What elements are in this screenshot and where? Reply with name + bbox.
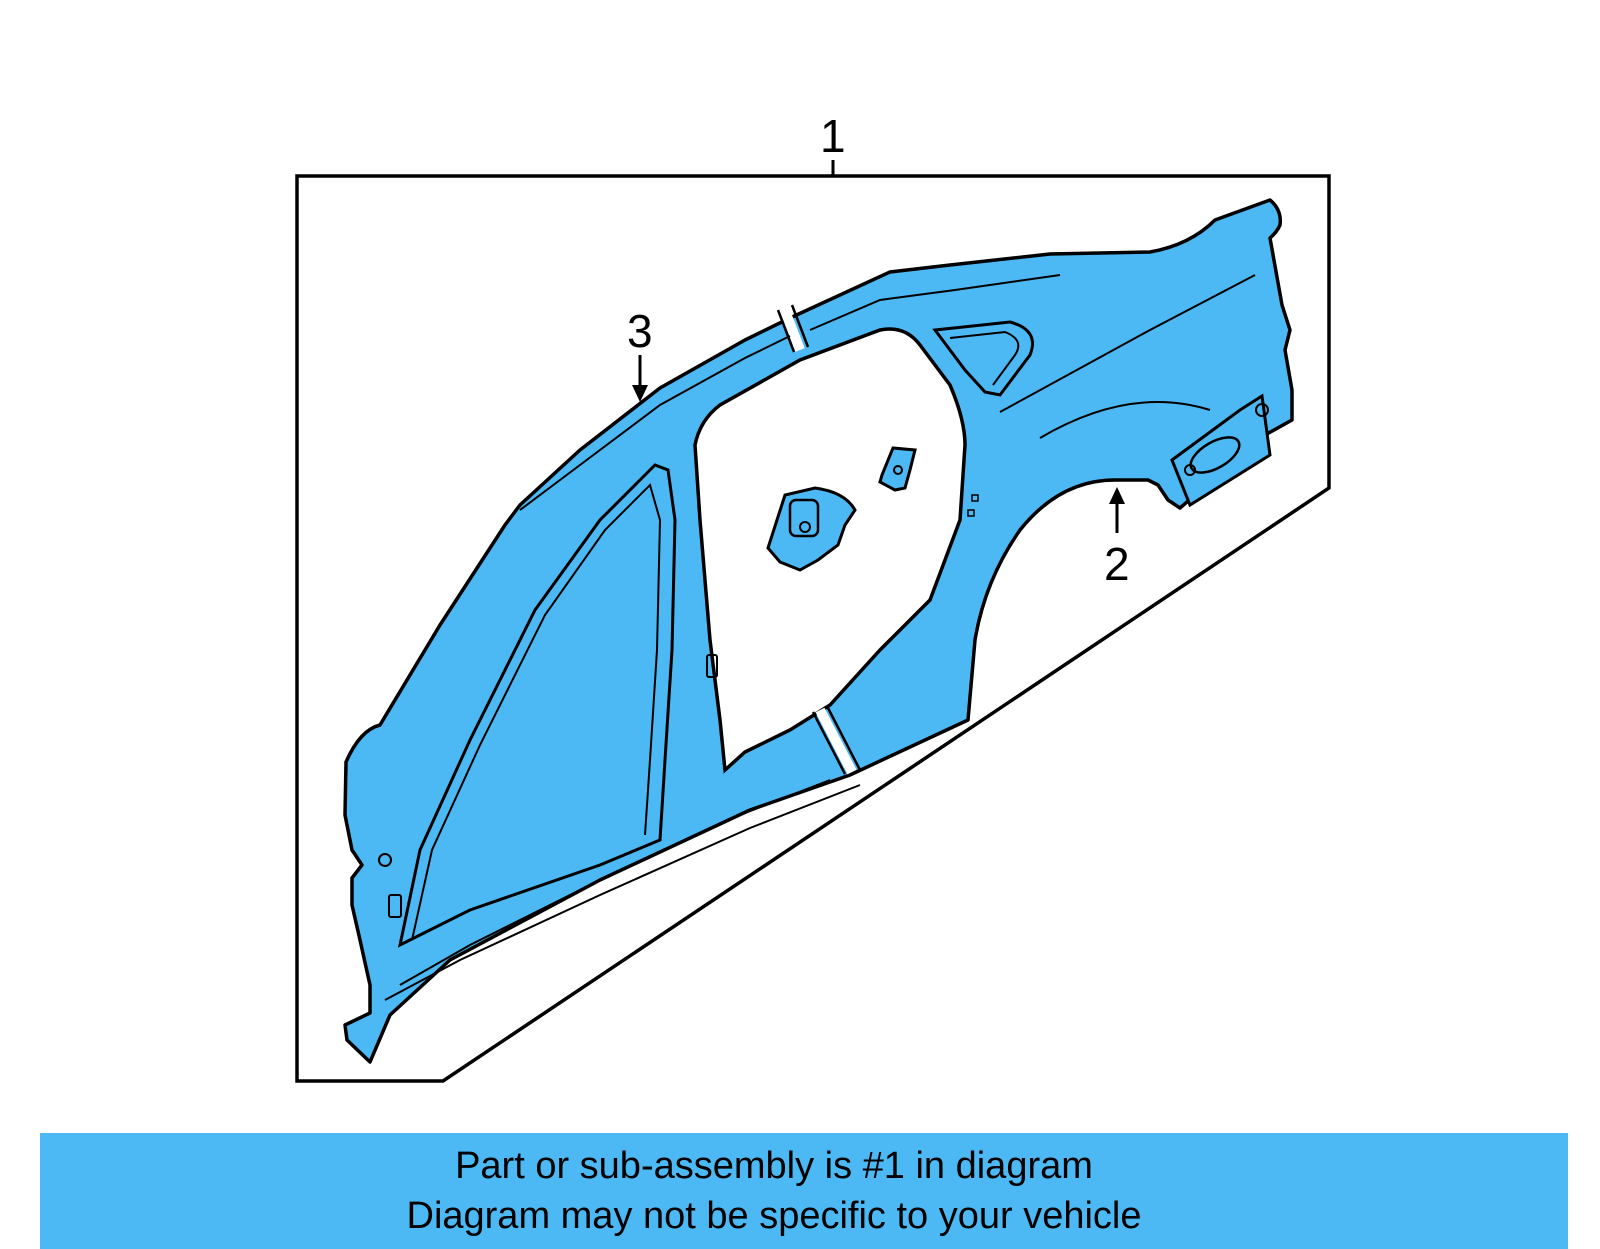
bracket-small	[878, 446, 917, 492]
sill-line-2	[384, 784, 861, 1001]
roof-rail-line	[519, 335, 791, 511]
rocker-split-edges	[811, 707, 862, 775]
bracket-large-slot	[788, 498, 820, 538]
pillar-hole-1	[378, 853, 392, 867]
roof-rail-line-2	[809, 274, 1061, 331]
quarter-window-inner	[949, 330, 1020, 386]
callout-3-arrowhead	[632, 385, 648, 402]
pillar-slot-4	[967, 509, 975, 517]
rocker-split	[815, 707, 857, 775]
pillar-slot-1	[706, 654, 718, 678]
front-door-inner-line	[411, 483, 662, 941]
roof-split-1-edges	[776, 304, 810, 353]
info-banner: Part or sub-assembly is #1 in diagram Di…	[40, 1133, 1568, 1249]
banner-line-1: Part or sub-assembly is #1 in diagram	[455, 1145, 1093, 1187]
rear-quarter-line	[1039, 401, 1211, 439]
callout-2-label: 2	[1104, 538, 1130, 590]
tail-lamp-pocket	[1170, 393, 1272, 508]
callout-1-label: 1	[820, 110, 846, 162]
tail-lamp-bolt	[1255, 403, 1269, 417]
pillar-slot-3	[971, 494, 979, 502]
tail-lamp-bolt-2	[1184, 464, 1196, 476]
assembly-frame	[295, 174, 1331, 1083]
parts-diagram: 1 3 2	[295, 110, 1331, 1083]
beltline	[999, 274, 1256, 413]
bracket-small-hole	[893, 465, 903, 475]
bracket-large-hole	[799, 521, 811, 533]
callout-3-label: 3	[627, 305, 653, 357]
roof-split-1	[779, 306, 805, 352]
pillar-slot-2	[388, 894, 402, 918]
sill-line-1	[399, 779, 831, 986]
callout-2-arrowhead	[1109, 487, 1125, 504]
tail-lamp-hole	[1189, 436, 1241, 474]
quarter-window	[932, 320, 1034, 397]
front-door-opening	[397, 463, 677, 948]
banner-line-2: Diagram may not be specific to your vehi…	[406, 1195, 1142, 1237]
